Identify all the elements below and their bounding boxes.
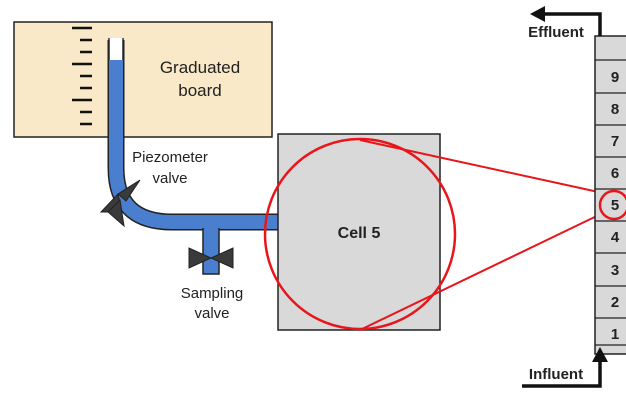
piezometer-valve-icon[interactable] [99,179,141,228]
column-dividers [595,59,626,346]
graduated-board [13,21,273,138]
piezometer-tube [107,38,278,275]
column-cell-9: 9 [611,69,619,86]
graduation-marks [72,26,92,126]
effluent-pipe [542,12,602,36]
piezometer-label-line1: Piezometer [132,149,208,166]
column: 9 8 7 6 5 4 3 2 1 [594,35,626,355]
board-label-line1: Graduated [160,58,240,77]
sampling-label-line1: Sampling [181,285,244,302]
influent-arrow-icon [592,347,608,362]
column-cell-4: 4 [611,229,620,246]
column-cell-7: 7 [611,133,619,150]
influent-pipe [522,354,602,388]
effluent-label: Effluent [528,24,584,41]
zoom-circle-small [598,189,626,221]
zoom-line-bottom [359,212,604,331]
board-label-line2: board [178,81,221,100]
column-cell-1: 1 [611,326,619,343]
column-cell-2: 2 [611,294,619,311]
column-cell-5: 5 [611,197,619,214]
sampling-label-line2: valve [194,305,229,322]
cell-box [277,133,441,331]
zoom-circle-large [263,137,457,331]
column-cell-6: 6 [611,165,619,182]
effluent-arrow-icon [530,6,545,22]
influent-label: Influent [529,366,583,383]
piezometer-label-line2: valve [152,170,187,187]
sampling-valve-icon[interactable] [188,247,234,269]
column-cell-8: 8 [611,101,619,118]
column-cell-3: 3 [611,262,619,279]
cell-label: Cell 5 [338,225,381,242]
